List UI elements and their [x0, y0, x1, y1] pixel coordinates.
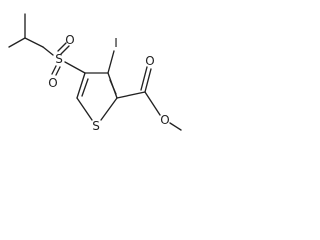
bond-isopropyl-to-sulfonyl [42, 46, 54, 56]
bond-ring-to-carbonyl [116, 91, 146, 99]
bond-methyl-left [8, 37, 26, 48]
atom-sulfonyl-sulfur: S [55, 52, 63, 66]
bond-sulfonyl-o-bottom-a [51, 65, 57, 75]
bond-iodine [107, 50, 115, 74]
bond-sulfonyl-o-top-b [60, 45, 70, 55]
atom-carbonyl-oxygen: O [145, 54, 154, 68]
atom-sulfonyl-oxygen-bottom: O [48, 76, 57, 90]
bond-carbonyl-double-a [144, 68, 152, 93]
atom-ring-sulfur: S [92, 119, 100, 133]
bond-ester-o-methyl [169, 122, 182, 131]
atom-sulfonyl-oxygen-top: O [65, 33, 74, 47]
chemical-structure: S O O I S O O [0, 0, 187, 159]
atom-iodine: I [114, 36, 118, 50]
bond-ring-c2-s [100, 97, 118, 121]
bond-carbonyl-to-ester-o [144, 91, 161, 116]
bond-ring-inner-c4-c5 [81, 78, 89, 97]
bond-sulfonyl-o-bottom-b [55, 66, 61, 76]
molecule-drawing: S O O I S O O [8, 13, 182, 133]
bond-sulfonyl-to-ring [64, 61, 86, 74]
bond-methyl-right [24, 37, 44, 48]
bond-ring-inner-c2-c3 [109, 79, 117, 95]
bond-ring-s-c5 [76, 97, 93, 121]
atom-ester-oxygen: O [160, 113, 169, 127]
bond-ring-c5-c4 [76, 72, 86, 99]
bond-sulfonyl-o-top-a [57, 42, 67, 52]
bond-carbonyl-double-b [140, 66, 148, 91]
